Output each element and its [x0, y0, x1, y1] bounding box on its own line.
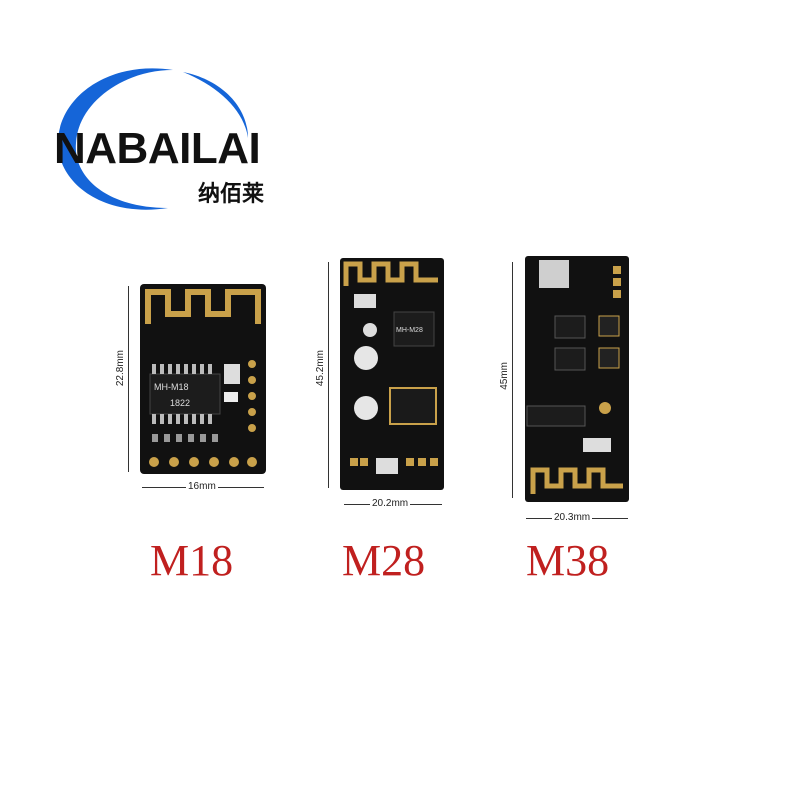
m18-label: M18 [150, 536, 234, 585]
m38-width-label: 20.3mm [552, 512, 593, 523]
brand-name: NABAILAI [54, 124, 261, 173]
m18-chip-text: MH-M18 [154, 382, 189, 392]
m28-height-line [328, 262, 329, 488]
m18-height-line [128, 286, 129, 472]
brand-name-cn: 纳佰莱 [198, 182, 265, 207]
logo-swoosh-icon [58, 68, 248, 210]
m28-chip-text: MH-M28 [396, 327, 423, 334]
m28-label: M28 [342, 536, 426, 585]
brand-logo: NABAILAI 纳佰莱 [48, 58, 288, 218]
m28-width-label: 20.2mm [370, 498, 411, 509]
m18-width-label: 16mm [186, 481, 218, 492]
m38-height-label: 45mm [499, 362, 510, 390]
m18-chip-code: 1822 [170, 398, 190, 408]
m38-board [525, 256, 629, 502]
m28-board: MH-M28 [340, 258, 444, 490]
m18-board: MH-M18 1822 [140, 284, 266, 474]
m38-label: M38 [526, 536, 610, 585]
m38-height-line [512, 262, 513, 498]
m28-height-label: 45.2mm [315, 350, 326, 387]
m18-height-label: 22.8mm [115, 350, 126, 387]
